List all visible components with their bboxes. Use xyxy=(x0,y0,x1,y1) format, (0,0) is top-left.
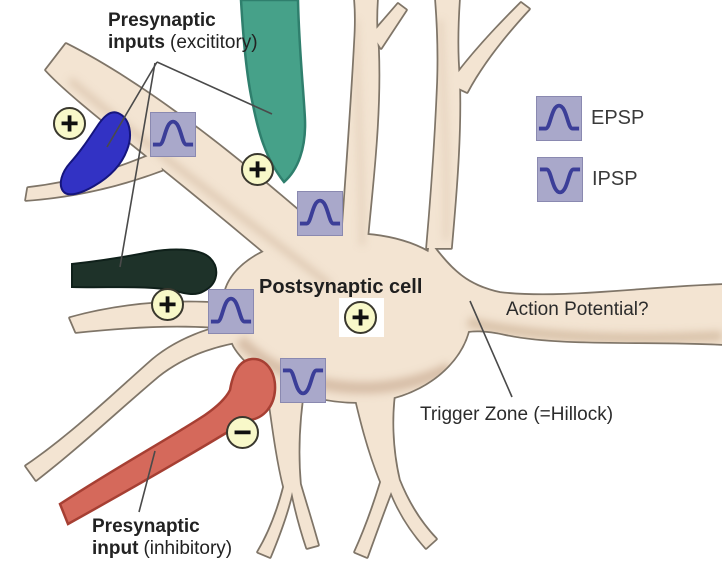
minus-sign: − xyxy=(232,417,253,446)
pointer-to-teal-terminal xyxy=(156,61,273,115)
pointer-to-red-terminal xyxy=(138,450,156,513)
ipsp-legend-label: IPSP xyxy=(592,168,638,190)
plus-badge-teal-synapse: + xyxy=(241,153,274,186)
pointer-to-dark-green-terminal xyxy=(119,62,156,268)
pointer-to-trigger-zone xyxy=(469,300,513,398)
epsp-waveform-icon xyxy=(210,296,252,324)
presynaptic-inhibitory-line1: Presynaptic xyxy=(92,516,200,537)
red-inhibitory-terminal xyxy=(58,357,277,526)
presynaptic-excitatory-line2-paren: (excititory) xyxy=(170,32,258,53)
trigger-zone-label: Trigger Zone (=Hillock) xyxy=(420,404,614,425)
action-potential-label: Action Potential? xyxy=(506,299,649,320)
epsp-legend-swatch xyxy=(536,96,582,141)
dark-green-excitatory-terminal xyxy=(71,248,218,295)
ipsp-waveform-icon xyxy=(282,368,324,396)
pointer-to-blue-terminal xyxy=(106,61,158,148)
ipsp-legend-swatch xyxy=(537,157,583,202)
presynaptic-excitatory-line1: Presynaptic xyxy=(108,10,216,31)
presynaptic-excitatory-label: Presynaptic inputs(excititory) xyxy=(108,10,258,54)
plus-sign: + xyxy=(350,302,371,331)
teal-excitatory-terminal xyxy=(239,0,307,184)
epsp-marker-blue-synapse xyxy=(150,112,196,157)
ipsp-waveform-icon xyxy=(539,167,581,195)
minus-badge-red-synapse: − xyxy=(226,416,259,449)
epsp-marker-teal-synapse xyxy=(297,191,343,236)
epsp-waveform-icon xyxy=(538,103,580,131)
plus-badge-soma: + xyxy=(344,301,377,334)
ipsp-marker-red-synapse xyxy=(280,358,326,403)
presynaptic-excitatory-line2-word: inputs xyxy=(108,32,165,53)
blue-excitatory-terminal xyxy=(59,111,131,196)
presynaptic-inhibitory-label: Presynaptic input(inhibitory) xyxy=(92,516,232,560)
presynaptic-inhibitory-line2-word: input xyxy=(92,538,139,559)
plus-badge-blue-synapse: + xyxy=(53,107,86,140)
epsp-legend-label: EPSP xyxy=(591,107,645,129)
epsp-waveform-icon xyxy=(152,119,194,147)
legend-item-epsp: EPSP xyxy=(536,96,644,141)
plus-sign: + xyxy=(247,154,268,183)
legend-item-ipsp: IPSP xyxy=(537,157,638,202)
plus-badge-dark-green-synapse: + xyxy=(151,288,184,321)
pointer-lines xyxy=(106,61,513,513)
epsp-marker-dark-green-synapse xyxy=(208,289,254,334)
cell-shading xyxy=(67,19,722,394)
presynaptic-inhibitory-line2-paren: (inhibitory) xyxy=(143,538,233,559)
plus-sign: + xyxy=(157,289,178,318)
postsynaptic-cell-label: Postsynaptic cell xyxy=(259,276,423,298)
plus-sign: + xyxy=(59,108,80,137)
epsp-waveform-icon xyxy=(299,198,341,226)
